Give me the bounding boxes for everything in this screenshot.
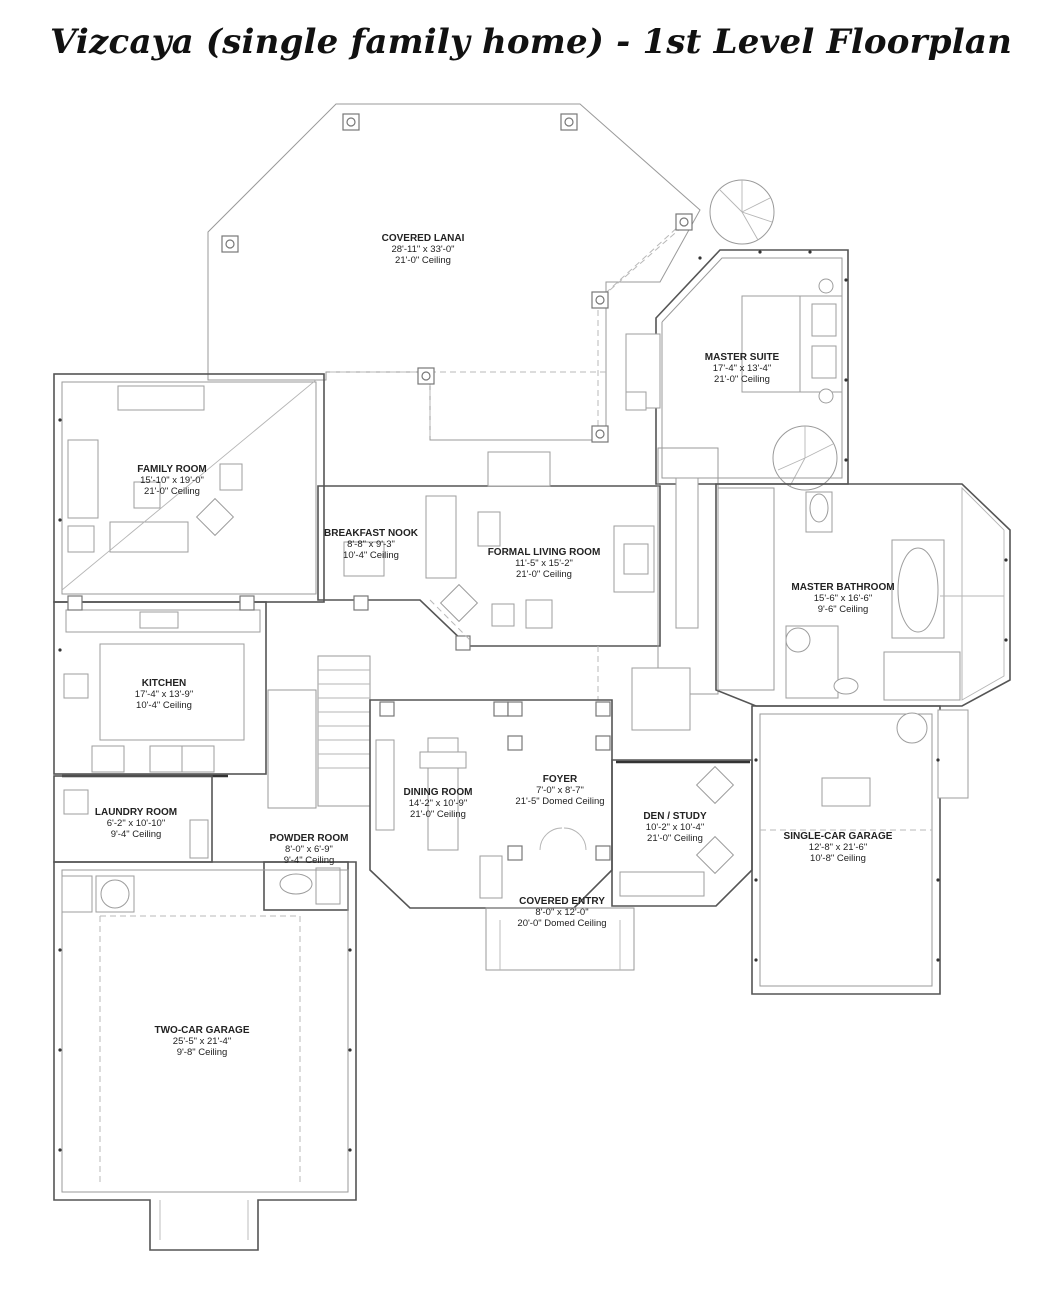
room-name: SINGLE-CAR GARAGE bbox=[783, 831, 893, 842]
room-ceiling: 21'-0" Ceiling bbox=[395, 255, 451, 266]
room-ceiling: 9'-4" Ceiling bbox=[110, 829, 162, 840]
room-name: DINING ROOM bbox=[403, 787, 473, 798]
room-ceiling: 9'-6" Ceiling bbox=[817, 604, 869, 615]
room-dimensions: 12'-8" x 21'-6" bbox=[808, 842, 868, 853]
room-name: COVERED LANAI bbox=[381, 233, 465, 244]
room-dimensions: 6'-2" x 10'-10" bbox=[106, 818, 166, 829]
room-ceiling: 20'-0" Domed Ceiling bbox=[517, 918, 607, 929]
room-name: TWO-CAR GARAGE bbox=[154, 1025, 250, 1036]
room-ceiling: 9'-8" Ceiling bbox=[176, 1047, 228, 1058]
page-title: Vizcaya (single family home) - 1st Level… bbox=[49, 22, 1013, 62]
room-name: MASTER BATHROOM bbox=[791, 582, 895, 593]
room-dimensions: 8'-8" x 9'-3" bbox=[347, 539, 395, 550]
room-ceiling: 21'-0" Ceiling bbox=[647, 833, 703, 844]
room-ceiling: 21'-0" Ceiling bbox=[714, 374, 770, 385]
room-dimensions: 15'-6" x 16'-6" bbox=[813, 593, 873, 604]
room-dimensions: 10'-2" x 10'-4" bbox=[645, 822, 705, 833]
room-name: LAUNDRY ROOM bbox=[94, 807, 178, 818]
room-covered-entry: COVERED ENTRY 8'-0" x 12'-0" 20'-0" Dome… bbox=[517, 896, 606, 929]
room-ceiling: 10'-8" Ceiling bbox=[810, 853, 866, 864]
room-kitchen: KITCHEN 17'-4" x 13'-9" 10'-4" Ceiling bbox=[135, 678, 193, 711]
room-dimensions: 8'-0" x 12'-0" bbox=[535, 907, 589, 918]
room-dimensions: 7'-0" x 8'-7" bbox=[536, 785, 584, 796]
room-family-room: FAMILY ROOM 15'-10" x 19'-0" 21'-0" Ceil… bbox=[137, 464, 206, 497]
room-dimensions: 15'-10" x 19'-0" bbox=[140, 475, 204, 486]
room-ceiling: 21'-0" Ceiling bbox=[516, 569, 572, 580]
room-name: COVERED ENTRY bbox=[519, 896, 605, 907]
room-foyer: FOYER 7'-0" x 8'-7" 21'-5" Domed Ceiling bbox=[515, 774, 604, 807]
room-ceiling: 9'-4" Ceiling bbox=[283, 855, 335, 866]
room-ceiling: 21'-0" Ceiling bbox=[144, 486, 200, 497]
room-ceiling: 21'-5" Domed Ceiling bbox=[515, 796, 605, 807]
room-dimensions: 11'-5" x 15'-2" bbox=[515, 558, 573, 569]
room-name: FOYER bbox=[542, 774, 578, 785]
room-dimensions: 8'-0" x 6'-9" bbox=[285, 844, 333, 855]
room-breakfast-nook: BREAKFAST NOOK 8'-8" x 9'-3" 10'-4" Ceil… bbox=[324, 528, 418, 561]
room-two-car-garage: TWO-CAR GARAGE 25'-5" x 21'-4" 9'-8" Cei… bbox=[155, 1025, 250, 1058]
room-name: MASTER SUITE bbox=[704, 352, 780, 363]
room-dimensions: 14'-2" x 10'-9" bbox=[408, 798, 468, 809]
room-dimensions: 28'-11" x 33'-0" bbox=[391, 244, 455, 255]
room-name: FAMILY ROOM bbox=[137, 464, 207, 475]
room-powder-room: POWDER ROOM 8'-0" x 6'-9" 9'-4" Ceiling bbox=[270, 833, 349, 866]
room-name: FORMAL LIVING ROOM bbox=[487, 547, 601, 558]
room-ceiling: 21'-0" Ceiling bbox=[410, 809, 466, 820]
room-ceiling: 10'-4" Ceiling bbox=[136, 700, 192, 711]
room-name: POWDER ROOM bbox=[269, 833, 349, 844]
room-laundry-room: LAUNDRY ROOM 6'-2" x 10'-10" 9'-4" Ceili… bbox=[95, 807, 177, 840]
room-covered-lanai: COVERED LANAI 28'-11" x 33'-0" 21'-0" Ce… bbox=[382, 233, 465, 266]
room-formal-living-room: FORMAL LIVING ROOM 11'-5" x 15'-2" 21'-0… bbox=[488, 547, 601, 580]
room-master-suite: MASTER SUITE 17'-4" x 13'-4" 21'-0" Ceil… bbox=[705, 352, 779, 385]
room-dimensions: 17'-4" x 13'-4" bbox=[712, 363, 772, 374]
room-den-study: DEN / STUDY 10'-2" x 10'-4" 21'-0" Ceili… bbox=[643, 811, 706, 844]
room-name: DEN / STUDY bbox=[643, 811, 707, 822]
room-dimensions: 17'-4" x 13'-9" bbox=[134, 689, 194, 700]
room-name: KITCHEN bbox=[141, 678, 187, 689]
room-master-bathroom: MASTER BATHROOM 15'-6" x 16'-6" 9'-6" Ce… bbox=[791, 582, 894, 615]
room-dining-room: DINING ROOM 14'-2" x 10'-9" 21'-0" Ceili… bbox=[404, 787, 473, 820]
room-dimensions: 25'-5" x 21'-4" bbox=[172, 1036, 232, 1047]
room-single-car-garage: SINGLE-CAR GARAGE 12'-8" x 21'-6" 10'-8"… bbox=[784, 831, 893, 864]
room-name: BREAKFAST NOOK bbox=[324, 528, 418, 539]
room-ceiling: 10'-4" Ceiling bbox=[343, 550, 399, 561]
